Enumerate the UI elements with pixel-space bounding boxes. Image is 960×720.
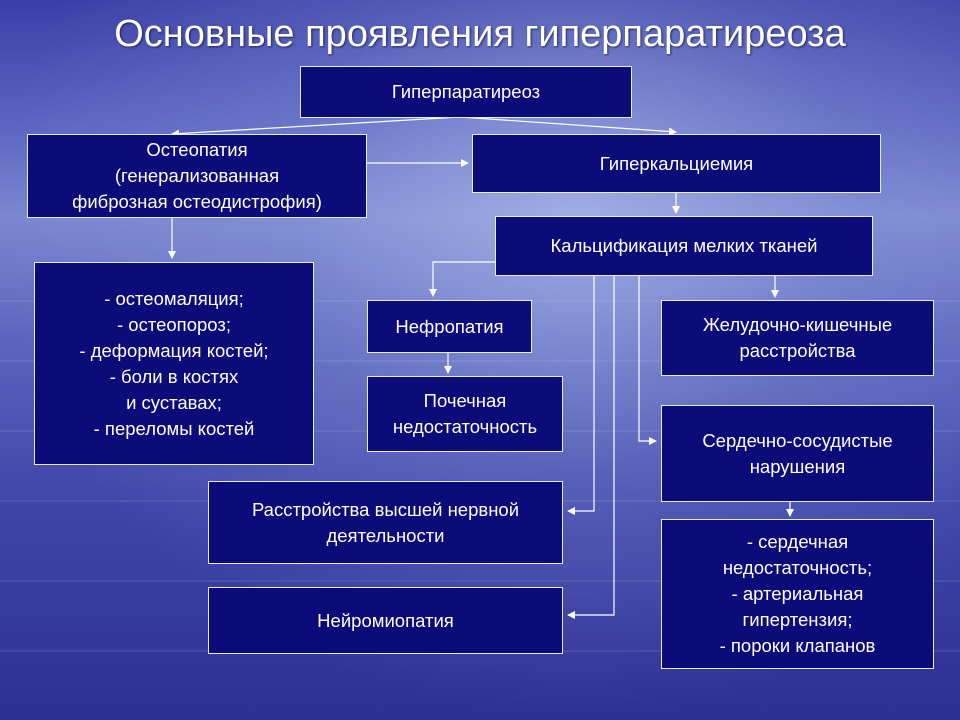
box-cardiovascular: Сердечно-сосудистые нарушения — [661, 405, 934, 502]
box-bone-manifestations: - остеомаляция; - остеопороз; - деформац… — [34, 262, 314, 465]
box-hypercalcemia: Гиперкальциемия — [472, 134, 881, 193]
box-cns-disorders: Расстройства высшей нервной деятельности — [208, 481, 563, 564]
box-calcification: Кальцификация мелких тканей — [495, 216, 873, 276]
box-cardiovascular-manifestations: - сердечная недостаточность; - артериаль… — [661, 519, 934, 669]
box-renal-failure: Почечная недостаточность — [367, 376, 563, 452]
slide-title: Основные проявления гиперпаратиреоза — [114, 13, 846, 55]
box-osteopathy: Остеопатия (генерализованная фиброзная о… — [27, 134, 367, 218]
box-gi-disorders: Желудочно-кишечные расстройства — [661, 300, 934, 376]
box-nephropathy: Нефропатия — [367, 300, 532, 353]
box-hyperparathyroidism: Гиперпаратиреоз — [300, 66, 632, 118]
box-neuromyopathy: Нейромиопатия — [208, 587, 563, 654]
